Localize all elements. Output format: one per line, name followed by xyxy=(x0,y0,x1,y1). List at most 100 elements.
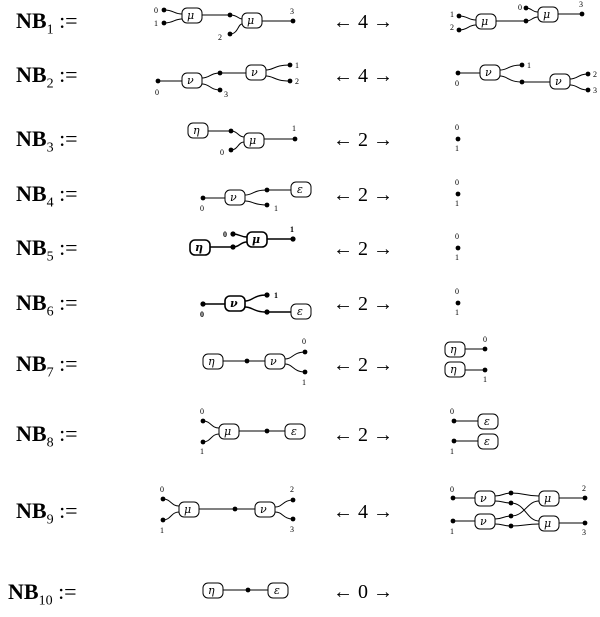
svg-text:η: η xyxy=(208,355,215,368)
svg-text:1: 1 xyxy=(274,291,278,300)
svg-text:1: 1 xyxy=(292,124,296,133)
svg-text:ν: ν xyxy=(251,66,258,79)
equation-row-3: NB3 := η 0 μ 1 ← 2 → 0 1 xyxy=(0,117,600,161)
svg-text:0: 0 xyxy=(200,407,204,416)
svg-text:3: 3 xyxy=(593,86,597,95)
equation-arrow-4: ← 2 → xyxy=(333,184,393,206)
lhs-diagram-7: η ν 0 1 xyxy=(202,337,308,387)
equation-label-4: NB4 := xyxy=(16,181,78,211)
lhs-diagram-5: η 0 μ 1 xyxy=(189,225,296,256)
lhs-diagram-3: η 0 μ 1 xyxy=(187,122,298,157)
rhs-diagram-2: 0 ν 1 ν 2 3 xyxy=(455,61,597,95)
nu-node xyxy=(224,295,246,312)
svg-text:μ: μ xyxy=(544,517,551,530)
equation-label-7: NB7 := xyxy=(16,351,78,381)
svg-text:ν: ν xyxy=(230,297,238,310)
svg-text:1: 1 xyxy=(455,308,459,317)
svg-text:2: 2 xyxy=(218,33,222,42)
svg-text:μ: μ xyxy=(187,9,194,22)
equation-arrow-2: ← 4 → xyxy=(333,65,393,87)
svg-text:3: 3 xyxy=(579,0,583,9)
svg-text:2: 2 xyxy=(450,23,454,32)
svg-text:0: 0 xyxy=(220,148,224,157)
svg-text:0: 0 xyxy=(455,287,459,296)
svg-text:ν: ν xyxy=(270,355,277,368)
svg-text:1: 1 xyxy=(450,10,454,19)
svg-text:μ: μ xyxy=(184,503,191,516)
svg-text:0: 0 xyxy=(450,485,454,494)
svg-text:ε: ε xyxy=(274,584,280,597)
svg-text:μ: μ xyxy=(481,15,488,28)
svg-text:ε: ε xyxy=(291,425,297,438)
nu-node xyxy=(479,64,501,81)
lhs-diagram-9: 0 1 μ ν 2 3 xyxy=(160,485,296,535)
equation-label-6: NB6 := xyxy=(16,290,78,320)
svg-text:1: 1 xyxy=(295,61,299,70)
svg-text:1: 1 xyxy=(527,61,531,70)
svg-text:μ: μ xyxy=(224,425,231,438)
equation-arrow-8: ← 2 → xyxy=(333,424,393,446)
svg-text:ν: ν xyxy=(230,191,237,204)
svg-text:μ: μ xyxy=(249,134,256,147)
rhs-diagram-8: 0 ε ε 1 xyxy=(450,407,499,456)
equation-row-6: NB6 := 0 ν 1 ε ← 2 → 0 1 xyxy=(0,280,600,324)
svg-text:1: 1 xyxy=(450,447,454,456)
lhs-diagram-1: 0 1 μ 2 μ 3 xyxy=(154,6,296,42)
svg-text:0: 0 xyxy=(200,204,204,213)
lhs-diagram-6: 0 ν 1 ε xyxy=(200,291,312,320)
rhs-diagram-1: 1 2 μ 0 μ 3 xyxy=(450,0,585,33)
svg-text:1: 1 xyxy=(450,527,454,536)
equation-label-9: NB9 := xyxy=(16,498,78,528)
nu-node xyxy=(224,189,246,206)
svg-text:ν: ν xyxy=(485,66,492,79)
equation-arrow-10: ← 0 → xyxy=(333,581,393,603)
svg-text:μ: μ xyxy=(544,492,551,505)
svg-text:μ: μ xyxy=(252,233,260,246)
svg-text:2: 2 xyxy=(593,70,597,79)
equation-row-7: NB7 := η ν 0 1 ← 2 → η 0 η 1 xyxy=(0,334,600,394)
svg-text:0: 0 xyxy=(450,407,454,416)
nu-node xyxy=(549,73,571,90)
svg-text:ν: ν xyxy=(480,515,487,528)
epsilon-node xyxy=(477,413,499,430)
rhs-diagram-6: 0 1 xyxy=(455,287,461,317)
nu-node xyxy=(245,64,267,81)
epsilon-node xyxy=(290,181,312,198)
rhs-diagram-3: 0 1 xyxy=(455,123,461,153)
svg-text:μ: μ xyxy=(247,14,254,27)
epsilon-node xyxy=(290,303,312,320)
equation-label-8: NB8 := xyxy=(16,421,78,451)
svg-text:1: 1 xyxy=(290,225,294,234)
svg-text:1: 1 xyxy=(455,144,459,153)
svg-text:η: η xyxy=(193,124,200,137)
svg-text:3: 3 xyxy=(224,90,228,99)
equation-arrow-7: ← 2 → xyxy=(333,354,393,376)
svg-text:ε: ε xyxy=(484,435,490,448)
equation-row-4: NB4 := 0 ν 1 ε ← 2 → 0 1 xyxy=(0,171,600,215)
equation-row-1: NB1 := 0 1 μ 2 μ 3 ← 4 → 1 2 μ 0 xyxy=(0,0,600,44)
epsilon-node xyxy=(477,433,499,450)
svg-text:3: 3 xyxy=(290,7,294,16)
nu-node xyxy=(474,513,496,530)
svg-text:0: 0 xyxy=(302,337,306,346)
svg-text:2: 2 xyxy=(295,77,299,86)
svg-text:0: 0 xyxy=(223,230,227,239)
svg-text:2: 2 xyxy=(582,484,586,493)
svg-text:2: 2 xyxy=(290,485,294,494)
svg-text:1: 1 xyxy=(154,19,158,28)
svg-text:0: 0 xyxy=(455,123,459,132)
equation-label-10: NB10 := xyxy=(8,579,77,609)
equation-label-1: NB1 := xyxy=(16,8,78,38)
svg-text:η: η xyxy=(208,584,215,597)
equation-arrow-3: ← 2 → xyxy=(333,129,393,151)
equation-arrow-6: ← 2 → xyxy=(333,293,393,315)
svg-text:1: 1 xyxy=(455,253,459,262)
equation-label-3: NB3 := xyxy=(16,126,78,156)
svg-text:1: 1 xyxy=(302,378,306,387)
svg-text:1: 1 xyxy=(160,526,164,535)
svg-text:η: η xyxy=(450,363,457,376)
equation-row-2: NB2 := 0 ν 3 ν 1 2 ← 4 → 0 ν 1 xyxy=(0,52,600,102)
lhs-diagram-8: 0 1 μ ε xyxy=(200,407,306,456)
svg-text:1: 1 xyxy=(200,447,204,456)
